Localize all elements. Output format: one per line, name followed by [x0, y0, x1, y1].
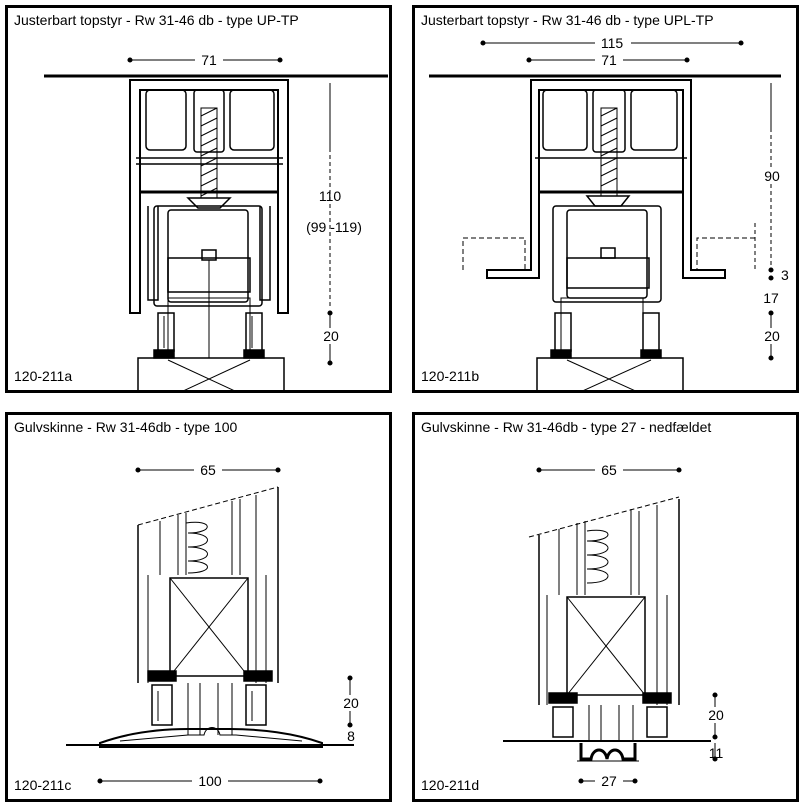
dimension-gap: 20 11: [703, 692, 729, 762]
dimension-gap: 20 8: [338, 675, 364, 744]
floor-rail-channel: [579, 743, 637, 761]
door-leaf: [560, 297, 644, 359]
dim-label-height: 110: [319, 188, 342, 204]
core-block: [169, 577, 249, 677]
dimension-height: 110 (99 -119): [306, 148, 362, 308]
dim-label-width: 71: [201, 52, 217, 68]
carriage-frame: [552, 205, 662, 303]
dimension-width: 65: [536, 462, 682, 478]
core-block: [566, 596, 646, 696]
break-line: [137, 486, 279, 526]
nut: [186, 197, 232, 209]
panel-title: Gulvskinne - Rw 31-46db - type 27 - nedf…: [421, 419, 712, 435]
dimension-gap: 20: [318, 310, 344, 366]
top-guide-up-tp-drawing: 71: [44, 52, 388, 390]
dim-label-thick: 8: [347, 728, 355, 744]
door-frame-bottom: [536, 357, 684, 390]
nut: [585, 195, 631, 207]
drawing-code: 120-211c: [14, 777, 72, 793]
dim-label-channel: 27: [601, 773, 617, 789]
dim-label-b: 17: [763, 290, 779, 306]
gasket-left: [147, 670, 177, 682]
panel-floor-rail-type-27: Gulvskinne - Rw 31-46db - type 27 - nedf…: [412, 412, 799, 802]
panel-top-guide-upl-tp: Justerbart topstyr - Rw 31-46 db - type …: [412, 5, 799, 393]
gasket-right: [243, 349, 265, 359]
panel-top-guide-up-tp: Justerbart topstyr - Rw 31-46 db - type …: [5, 5, 392, 393]
carriage-frame: [153, 205, 263, 307]
roller-left: [552, 706, 574, 738]
dim-label-range: (99 -119): [306, 219, 362, 235]
roller-left: [554, 312, 572, 352]
dim-label-gap: 20: [764, 328, 780, 344]
gasket-left: [550, 349, 572, 359]
dimension-width: 71: [526, 52, 690, 68]
chamber-right: [630, 89, 678, 151]
dim-label-base: 100: [198, 773, 222, 789]
bolt-housing: [592, 89, 626, 153]
gasket-right: [243, 670, 273, 682]
dim-label-gap: 20: [343, 695, 359, 711]
door-frame-bottom: [137, 357, 285, 390]
drawing-code: 120-211b: [421, 368, 480, 384]
dim-label-height: 90: [764, 168, 780, 184]
panel-floor-rail-type-100: Gulvskinne - Rw 31-46db - type 100 65: [5, 412, 392, 802]
drawing-code: 120-211a: [14, 368, 73, 384]
insulation: [584, 509, 632, 595]
chamber-right: [229, 89, 275, 151]
dimension-base: 100: [97, 773, 323, 789]
roller-right: [646, 706, 668, 738]
top-guide-upl-tp-drawing: 115 71: [429, 35, 789, 390]
roller-left: [157, 312, 175, 352]
outer-profile: [129, 79, 289, 314]
dim-label-a: 3: [781, 267, 789, 283]
panel-title: Gulvskinne - Rw 31-46db - type 100: [14, 419, 238, 435]
dim-label-gap: 20: [708, 707, 724, 723]
roller-right: [245, 684, 267, 726]
roller-right: [245, 312, 263, 352]
threaded-bolt: [200, 107, 218, 199]
bolt-housing: [193, 89, 225, 153]
dimension-height: 90: [757, 128, 787, 270]
drawing-code: 120-211d: [421, 777, 480, 793]
roller-right: [642, 312, 660, 352]
gasket-right: [640, 349, 662, 359]
side-clip-right: [259, 206, 271, 301]
gasket-left: [153, 349, 175, 359]
dimension-gap: 20: [759, 310, 785, 361]
dim-label-width: 65: [601, 462, 617, 478]
floor-rail-type-27-drawing: 65 20 11: [503, 462, 729, 789]
insulation: [185, 501, 233, 575]
dim-label-outer: 115: [601, 35, 624, 51]
gasket-left: [548, 692, 578, 704]
side-clip-left: [147, 206, 159, 301]
chamber-left: [145, 89, 187, 151]
dimension-channel: 27: [578, 773, 638, 789]
dimension-width: 71: [127, 52, 283, 68]
panel-title: Justerbart topstyr - Rw 31-46 db - type …: [14, 12, 299, 28]
outer-profile: [486, 79, 726, 279]
dim-label-width: 71: [601, 52, 617, 68]
dimension-small: 3 17: [763, 267, 789, 306]
dim-label-width: 65: [200, 462, 216, 478]
break-line: [528, 496, 680, 538]
dimension-outer: 115: [480, 35, 744, 51]
dimension-width: 65: [135, 462, 281, 478]
roller-left: [151, 684, 173, 726]
gasket-right: [642, 692, 672, 704]
wall-hint-left: [463, 237, 526, 270]
floor-rail-type-100-drawing: 65 20: [66, 462, 364, 789]
panel-title: Justerbart topstyr - Rw 31-46 db - type …: [421, 12, 714, 28]
dim-label-gap: 20: [323, 328, 339, 344]
dim-label-depth: 11: [709, 745, 724, 761]
chamber-left: [542, 89, 588, 151]
floor-rail: [99, 728, 323, 748]
wall-hint-right: [696, 237, 755, 270]
wheel-block: [566, 257, 650, 289]
